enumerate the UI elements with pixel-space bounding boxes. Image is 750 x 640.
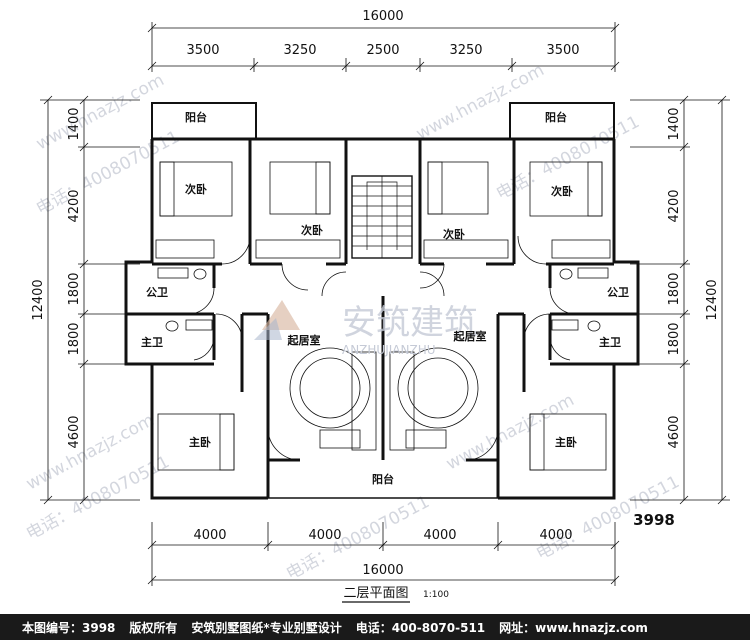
room-label: 阳台 bbox=[185, 110, 207, 124]
dim-left-seg: 4600 bbox=[67, 415, 82, 448]
dim-left-seg: 1800 bbox=[67, 272, 82, 305]
drawing-scale: 1:100 bbox=[423, 590, 449, 600]
room-label: 次卧 bbox=[185, 182, 207, 196]
dim-left-seg: 4200 bbox=[67, 189, 82, 222]
living-furniture bbox=[289, 347, 479, 451]
room-label: 起居室 bbox=[453, 329, 487, 343]
dim-top-seg: 3500 bbox=[186, 43, 219, 58]
dim-top-seg: 2500 bbox=[366, 43, 399, 58]
room-label: 阳台 bbox=[545, 110, 567, 124]
brand-watermark: 安筑建筑 ANZHUJIANZHU bbox=[254, 300, 478, 357]
sanitary-fixtures bbox=[157, 267, 609, 332]
furniture-beds bbox=[155, 161, 611, 471]
room-label: 起居室 bbox=[287, 333, 321, 347]
dim-top-seg: 3500 bbox=[546, 43, 579, 58]
top-dimensions bbox=[147, 22, 620, 72]
dim-top-seg: 3250 bbox=[283, 43, 316, 58]
room-label: 主卧 bbox=[555, 435, 577, 449]
room-label: 主卫 bbox=[141, 335, 163, 349]
room-label: 次卧 bbox=[443, 227, 465, 241]
door-swings bbox=[187, 235, 577, 461]
dim-right-total: 12400 bbox=[705, 279, 720, 320]
footer-bar: 本图编号：3998 版权所有 安筑别墅图纸*专业别墅设计 电话：400-8070… bbox=[0, 614, 750, 640]
room-label: 公卫 bbox=[607, 286, 629, 299]
footer-phone: 电话：400-8070-511 bbox=[355, 620, 486, 635]
watermark-site: www.hnazjz.com bbox=[443, 390, 578, 474]
footer-slogan: 安筑别墅图纸*专业别墅设计 bbox=[191, 620, 342, 635]
drawing-title: 二层平面图 bbox=[343, 586, 408, 601]
right-dimensions bbox=[630, 95, 730, 505]
footer-rights: 版权所有 bbox=[129, 620, 178, 635]
dim-right-seg: 4600 bbox=[667, 415, 682, 448]
dim-left-total: 12400 bbox=[31, 279, 46, 320]
dim-top-total: 16000 bbox=[362, 9, 403, 24]
dim-bottom-seg: 4000 bbox=[423, 528, 456, 543]
dim-right-seg: 1800 bbox=[667, 272, 682, 305]
dim-right-seg: 1800 bbox=[667, 322, 682, 355]
dim-bottom-seg: 4000 bbox=[308, 528, 341, 543]
dim-bottom-seg: 4000 bbox=[193, 528, 226, 543]
stair-treads bbox=[352, 176, 412, 258]
room-label: 主卧 bbox=[189, 435, 211, 449]
room-label: 主卫 bbox=[599, 335, 621, 349]
room-label: 阳台 bbox=[372, 472, 394, 486]
footer-site: 网址：www.hnazjz.com bbox=[499, 620, 648, 635]
dim-bottom-seg: 4000 bbox=[539, 528, 572, 543]
dim-left-seg: 1400 bbox=[67, 107, 82, 140]
plan-code: 3998 bbox=[633, 511, 675, 529]
bottom-dimensions bbox=[147, 522, 620, 586]
room-label: 公卫 bbox=[146, 286, 168, 299]
brand-watermark-pinyin: ANZHUJIANZHU bbox=[342, 343, 436, 357]
left-dimensions bbox=[40, 95, 140, 505]
footer-code: 本图编号：3998 bbox=[22, 620, 116, 635]
dim-top-seg: 3250 bbox=[449, 43, 482, 58]
brand-watermark-text: 安筑建筑 bbox=[342, 303, 478, 343]
dim-right-seg: 1400 bbox=[667, 107, 682, 140]
dim-bottom-total: 16000 bbox=[362, 563, 403, 578]
watermark-phone: 电话：4008070511 bbox=[283, 492, 433, 584]
walls bbox=[124, 102, 640, 500]
dim-right-seg: 4200 bbox=[667, 189, 682, 222]
floor-plan: www.hnazjz.com 电话：4008070511 www.hnazjz.… bbox=[23, 9, 730, 603]
room-label: 次卧 bbox=[301, 223, 323, 237]
dim-left-seg: 1800 bbox=[67, 322, 82, 355]
room-label: 次卧 bbox=[551, 184, 573, 198]
